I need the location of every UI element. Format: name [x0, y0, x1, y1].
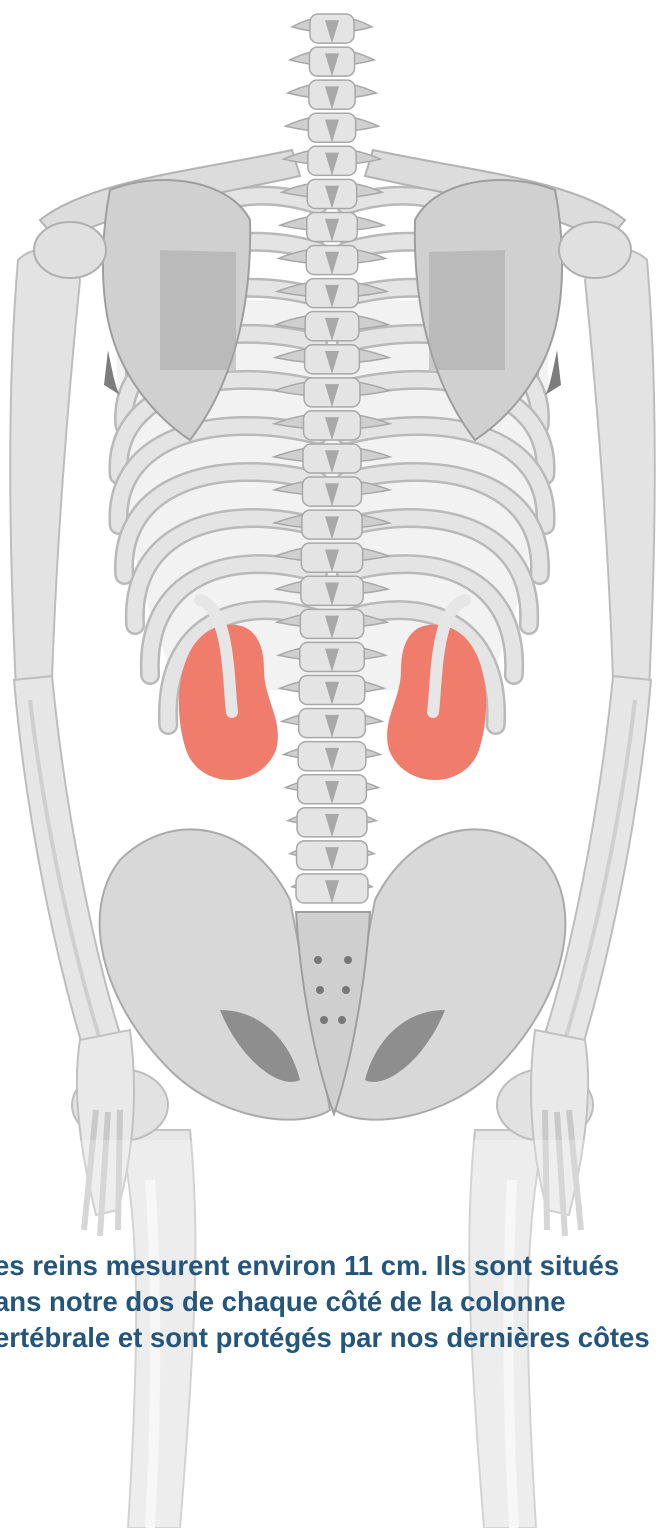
caption-text: es reins mesurent environ 11 cm. Ils son… [0, 1248, 665, 1356]
pelvis [100, 829, 566, 1119]
caption-line-3: ertébrale et sont protégés par nos derni… [0, 1320, 665, 1356]
spine [274, 14, 390, 903]
vertebra [292, 874, 372, 903]
vertebra [288, 808, 377, 837]
vertebra [290, 841, 374, 870]
caption-line-2: ans notre dos de chaque côté de la colon… [0, 1284, 665, 1320]
vertebra [282, 709, 382, 738]
vertebra [290, 47, 374, 76]
vertebra [284, 742, 381, 771]
vertebra [292, 14, 372, 43]
caption-line-1: es reins mesurent environ 11 cm. Ils son… [0, 1248, 665, 1284]
vertebra [288, 80, 377, 109]
vertebra [286, 113, 379, 142]
vertebra [286, 775, 379, 804]
